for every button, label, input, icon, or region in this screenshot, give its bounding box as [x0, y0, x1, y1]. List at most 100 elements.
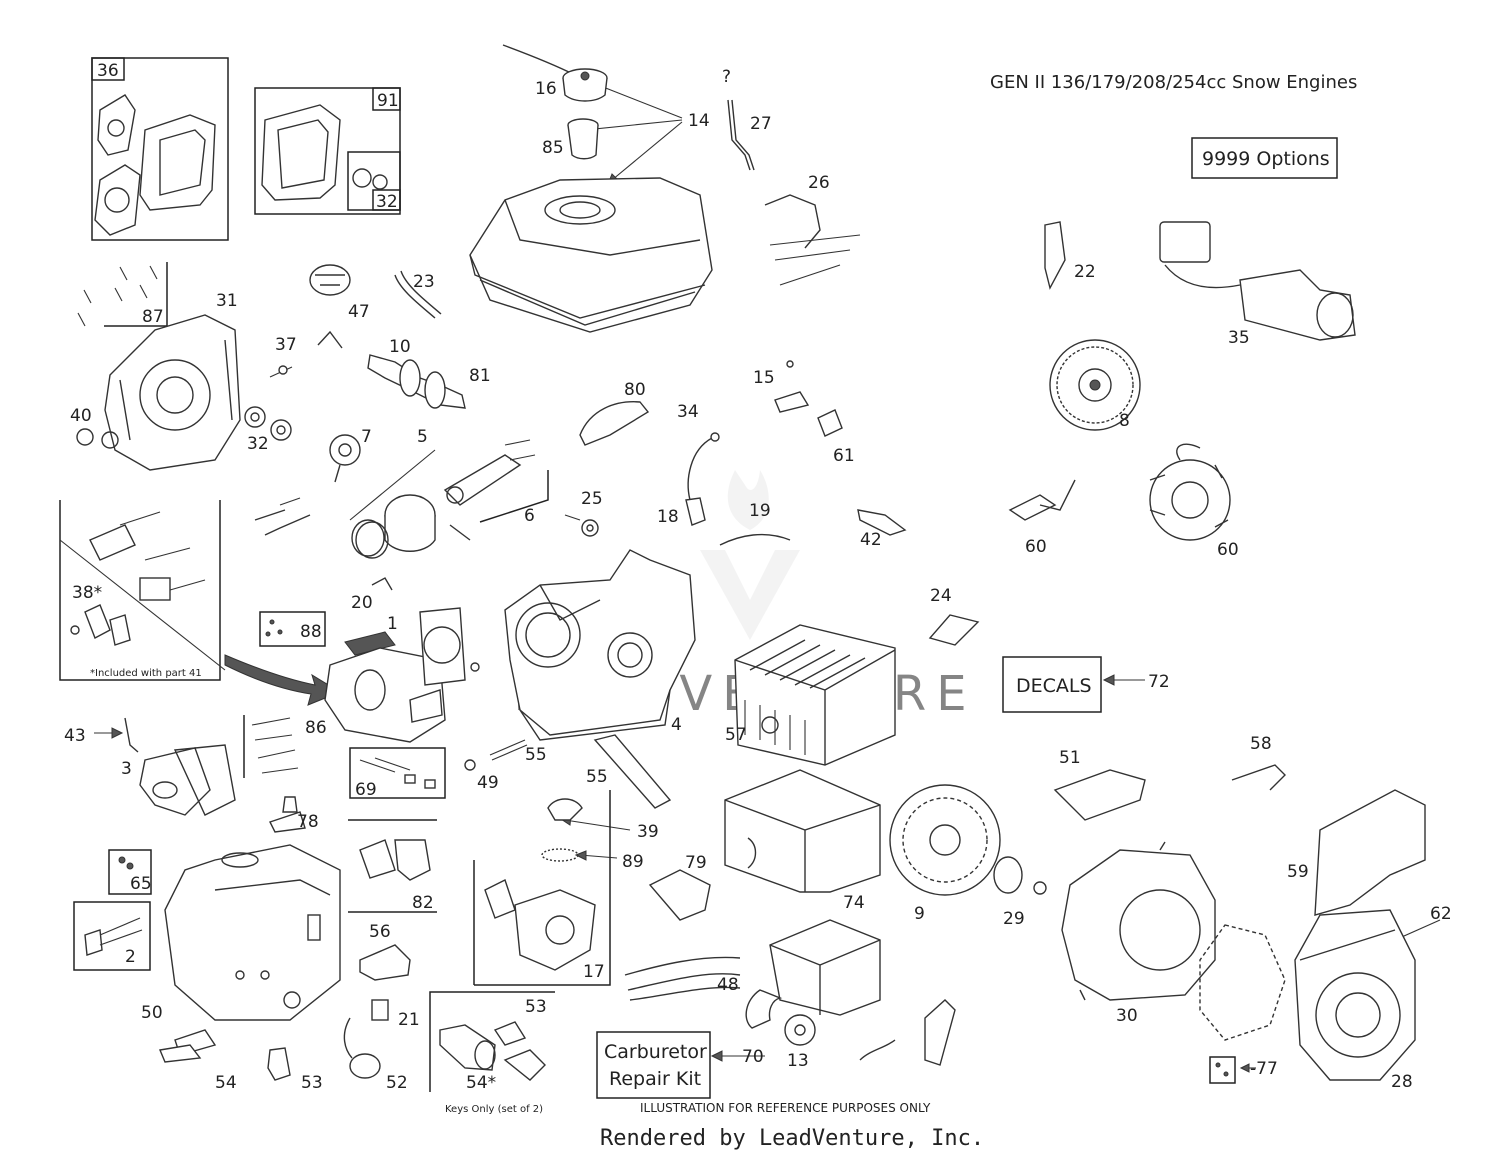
- part-label[interactable]: 85: [542, 138, 564, 158]
- part-label[interactable]: 57: [725, 725, 747, 745]
- bracket-42: [857, 509, 907, 536]
- part-label[interactable]: 89: [622, 852, 644, 872]
- part-label[interactable]: 62: [1430, 904, 1452, 924]
- wire-harness-19: [719, 533, 791, 546]
- part-label[interactable]: 82: [412, 893, 434, 913]
- part-label[interactable]: 70: [742, 1047, 764, 1067]
- part-label[interactable]: 87: [142, 307, 164, 327]
- part-label[interactable]: 52: [386, 1073, 408, 1093]
- gasket-set-36: [91, 57, 229, 241]
- part-label[interactable]: 30: [1116, 1006, 1138, 1026]
- carb-kit-line1: Carburetor: [604, 1041, 707, 1063]
- part-label[interactable]: 53: [525, 997, 547, 1017]
- part-label[interactable]: 59: [1287, 862, 1309, 882]
- part-label[interactable]: 79: [685, 853, 707, 873]
- part-label[interactable]: 43: [64, 726, 86, 746]
- part-label[interactable]: ?: [722, 67, 731, 87]
- part-label[interactable]: 80: [624, 380, 646, 400]
- cam-gear-7: [329, 434, 361, 483]
- wire-hook: [859, 1039, 896, 1061]
- part-label[interactable]: 34: [677, 402, 699, 422]
- part-label[interactable]: 49: [477, 773, 499, 793]
- part-label[interactable]: 78: [297, 812, 319, 832]
- part-label[interactable]: 3: [121, 759, 132, 779]
- part-label[interactable]: 40: [70, 406, 92, 426]
- part-label[interactable]: 51: [1059, 748, 1081, 768]
- part-label[interactable]: 60: [1025, 537, 1047, 557]
- part-label[interactable]: 1: [387, 614, 398, 634]
- part-label[interactable]: 32: [376, 192, 398, 212]
- part-label[interactable]: 39: [637, 822, 659, 842]
- part-label[interactable]: 50: [141, 1003, 163, 1023]
- part-label[interactable]: 22: [1074, 262, 1096, 282]
- part-label[interactable]: 72: [1148, 672, 1170, 692]
- part-label[interactable]: 69: [355, 780, 377, 800]
- part-label[interactable]: 88: [300, 622, 322, 642]
- blower-housing-30: [1061, 841, 1216, 1001]
- part-label[interactable]: 35: [1228, 328, 1250, 348]
- link-43: [124, 717, 139, 753]
- part-label[interactable]: 15: [753, 368, 775, 388]
- bracket-51: [1053, 769, 1146, 821]
- part-label[interactable]: 28: [1391, 1072, 1413, 1092]
- part-label[interactable]: 7: [361, 427, 372, 447]
- crankcase-cover-31: [101, 314, 241, 471]
- part-label[interactable]: 20: [351, 593, 373, 613]
- part-label[interactable]: 16: [535, 79, 557, 99]
- part-label[interactable]: 48: [717, 975, 739, 995]
- part-label[interactable]: 37: [275, 335, 297, 355]
- part-label[interactable]: 6: [524, 506, 535, 526]
- screws-65: [108, 849, 152, 895]
- part-label[interactable]: 2: [125, 947, 136, 967]
- part-label[interactable]: 25: [581, 489, 603, 509]
- part-label[interactable]: 24: [930, 586, 952, 606]
- part-label[interactable]: 54: [215, 1073, 237, 1093]
- part-label[interactable]: 26: [808, 173, 830, 193]
- part-label[interactable]: 19: [749, 501, 771, 521]
- part-label[interactable]: 10: [389, 337, 411, 357]
- bracket-24: [928, 614, 980, 646]
- part-label[interactable]: 47: [348, 302, 370, 322]
- part-label[interactable]: 5: [417, 427, 428, 447]
- part-label[interactable]: 86: [305, 718, 327, 738]
- part-label[interactable]: 13: [787, 1051, 809, 1071]
- crankshaft-10: [367, 354, 466, 409]
- part-label[interactable]: 17: [583, 962, 605, 982]
- part-label[interactable]: 23: [413, 272, 435, 292]
- part-label[interactable]: 14: [688, 111, 710, 131]
- part-label[interactable]: 55: [586, 767, 608, 787]
- part-label[interactable]: 55: [525, 745, 547, 765]
- part-label[interactable]: 58: [1250, 734, 1272, 754]
- decals-box[interactable]: [1002, 656, 1102, 713]
- part-label[interactable]: 32: [247, 434, 269, 454]
- part-label[interactable]: 74: [843, 893, 865, 913]
- part-label[interactable]: 65: [130, 874, 152, 894]
- part-label[interactable]: 91: [377, 91, 399, 111]
- part-label[interactable]: 42: [860, 530, 882, 550]
- part-label[interactable]: 18: [657, 507, 679, 527]
- throttle-linkage-26: [764, 194, 861, 286]
- part-label[interactable]: 61: [833, 446, 855, 466]
- part-label[interactable]: 54*: [466, 1073, 496, 1093]
- part-label[interactable]: -77: [1250, 1059, 1278, 1079]
- options-box[interactable]: [1191, 137, 1338, 179]
- part-label[interactable]: 36: [97, 61, 119, 81]
- part-label[interactable]: 8: [1119, 411, 1130, 431]
- part-label[interactable]: 81: [469, 366, 491, 386]
- part-label[interactable]: 31: [216, 291, 238, 311]
- breather-group-38: [59, 500, 226, 681]
- fuel-line-27: [727, 99, 755, 171]
- carb-kit-box[interactable]: [596, 1031, 711, 1099]
- blower-fan-9: [889, 784, 1001, 896]
- part-label[interactable]: 4: [671, 715, 682, 735]
- part-label[interactable]: 60: [1217, 540, 1239, 560]
- plug-49: [464, 759, 476, 771]
- screws-88: [259, 611, 326, 647]
- part-label[interactable]: 53: [301, 1073, 323, 1093]
- part-label[interactable]: 27: [750, 114, 772, 134]
- part-label[interactable]: 29: [1003, 909, 1025, 929]
- part-label[interactable]: 38*: [72, 583, 102, 603]
- part-label[interactable]: 9: [914, 904, 925, 924]
- part-label[interactable]: 56: [369, 922, 391, 942]
- part-label[interactable]: 21: [398, 1010, 420, 1030]
